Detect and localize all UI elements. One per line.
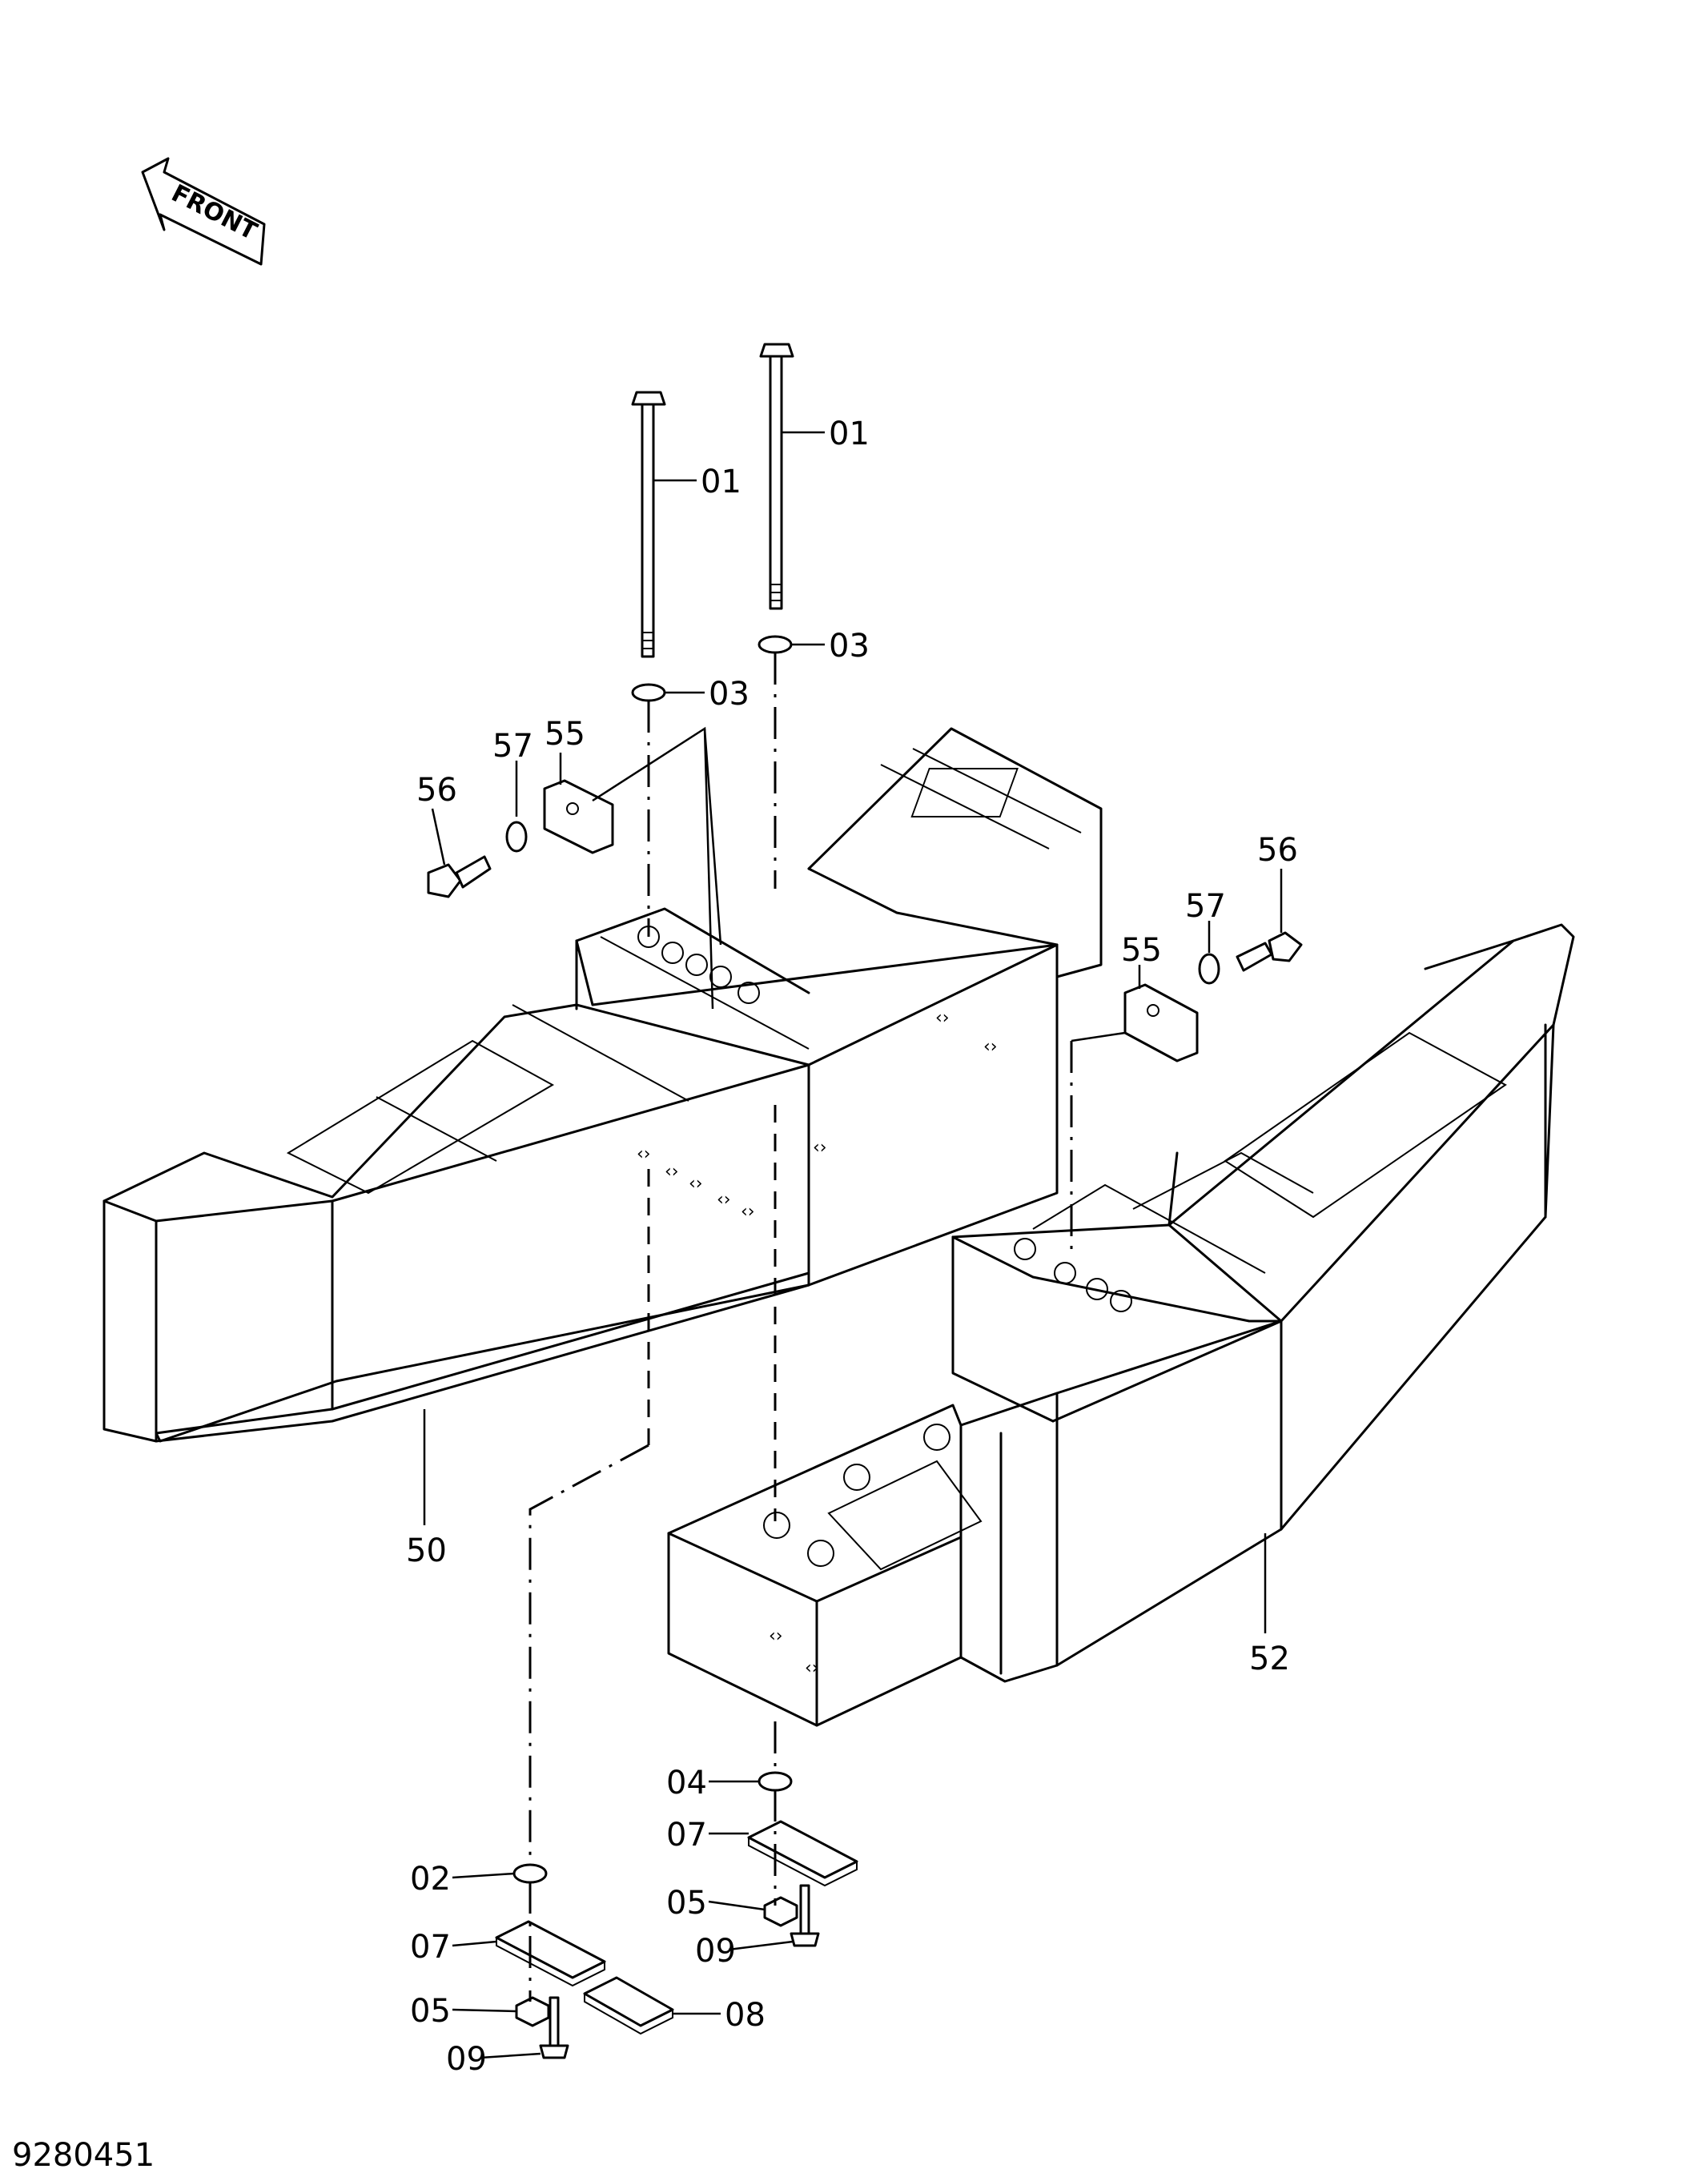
plate-07-right <box>747 1820 858 1887</box>
svg-text:‹›: ‹› <box>741 1202 755 1222</box>
callout-01-right: 01 <box>829 416 870 452</box>
svg-text:‹›: ‹› <box>813 1138 827 1158</box>
callout-50: 50 <box>406 1532 447 1569</box>
callout-02: 02 <box>410 1861 451 1898</box>
callout-57-left: 57 <box>492 728 533 765</box>
callout-05-right: 05 <box>666 1885 707 1922</box>
bolt-01-left <box>631 391 666 658</box>
washer-03-left <box>631 683 666 702</box>
washer-02 <box>512 1863 548 1884</box>
washer-57-right <box>1198 953 1220 985</box>
plate-08 <box>583 1976 674 2035</box>
callout-03-right: 03 <box>829 628 870 665</box>
callout-56-left: 56 <box>416 772 457 809</box>
bolt-09-right <box>790 1884 820 1947</box>
callout-55-left: 55 <box>545 716 585 753</box>
callout-57-right: 57 <box>1185 888 1226 925</box>
svg-text:‹›: ‹› <box>983 1037 998 1057</box>
svg-text:‹›: ‹› <box>935 1008 950 1028</box>
bolt-01-right <box>759 343 794 610</box>
callout-56-right: 56 <box>1257 832 1298 869</box>
callout-09-right: 09 <box>695 1933 736 1970</box>
svg-text:‹›: ‹› <box>637 1144 651 1164</box>
callout-09-left: 09 <box>446 2041 487 2078</box>
plate-07-left <box>495 1920 606 1987</box>
washer-04 <box>758 1771 793 1792</box>
bolt-09-left <box>539 1996 569 2059</box>
svg-text:‹›: ‹› <box>717 1190 731 1210</box>
counterweight-right: ‹› ‹› <box>667 923 1575 1727</box>
washer-03-right <box>758 635 793 654</box>
svg-text:‹›: ‹› <box>689 1174 703 1194</box>
callout-03-left: 03 <box>709 676 750 713</box>
callout-52: 52 <box>1249 1641 1290 1677</box>
svg-text:‹›: ‹› <box>665 1162 679 1182</box>
counterweight-left: ‹› ‹› ‹› ‹› ‹› ‹› ‹› ‹› <box>102 727 1103 1443</box>
bolt-56-right <box>1236 931 1303 972</box>
nut-05-left <box>515 1996 550 2027</box>
callout-55-right: 55 <box>1121 932 1162 969</box>
callout-07-left: 07 <box>410 1929 451 1966</box>
plate-55-left <box>543 779 614 854</box>
washer-57-left <box>505 821 528 853</box>
nut-05-right <box>763 1896 798 1927</box>
callout-04: 04 <box>666 1765 707 1801</box>
callout-05-left: 05 <box>410 1993 451 2030</box>
callout-08: 08 <box>725 1997 766 2034</box>
callout-07-right: 07 <box>666 1817 707 1854</box>
front-arrow-icon: FRONT <box>141 157 266 266</box>
svg-text:‹›: ‹› <box>805 1658 819 1678</box>
drawing-number: 9280451 <box>12 2137 155 2174</box>
callout-01-left: 01 <box>701 464 741 500</box>
plate-55-right <box>1123 983 1199 1062</box>
svg-text:‹›: ‹› <box>769 1626 783 1646</box>
bolt-56-left <box>427 855 492 898</box>
